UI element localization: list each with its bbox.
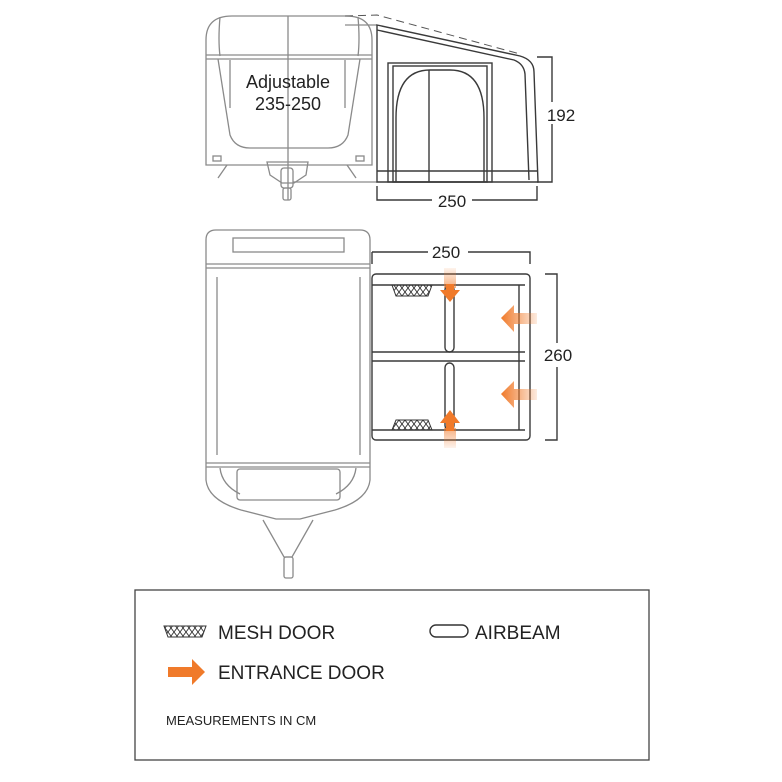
caravan-label-range: 235-250 bbox=[255, 94, 321, 114]
mesh-door-icon bbox=[163, 625, 207, 638]
side-width-dimension: 250 bbox=[438, 192, 466, 211]
airbeam-icon bbox=[429, 624, 469, 638]
awning-plan-view bbox=[371, 251, 558, 448]
legend bbox=[134, 589, 650, 761]
entrance-arrow-bottom bbox=[440, 410, 460, 423]
entrance-arrow-top bbox=[440, 290, 460, 302]
plan-width-dimension: 250 bbox=[432, 243, 460, 262]
mesh-door-bottom bbox=[391, 419, 433, 431]
entrance-door-icon bbox=[168, 659, 205, 685]
height-dimension: 192 bbox=[547, 106, 575, 125]
entrance-arrow-right-top bbox=[501, 305, 537, 332]
caravan-plan-view bbox=[205, 229, 371, 579]
legend-entrance-door: ENTRANCE DOOR bbox=[218, 663, 385, 684]
caravan-label-adjustable: Adjustable bbox=[246, 72, 330, 92]
caravan-rear-view bbox=[205, 15, 377, 201]
plan-depth-dimension: 260 bbox=[544, 346, 572, 365]
legend-airbeam: AIRBEAM bbox=[475, 623, 561, 644]
awning-side-view bbox=[344, 14, 553, 201]
legend-measurement-note: MEASUREMENTS IN CM bbox=[166, 713, 316, 728]
legend-mesh-door: MESH DOOR bbox=[218, 623, 335, 644]
mesh-door-top bbox=[391, 284, 433, 297]
entrance-arrow-right-bottom bbox=[501, 381, 537, 408]
